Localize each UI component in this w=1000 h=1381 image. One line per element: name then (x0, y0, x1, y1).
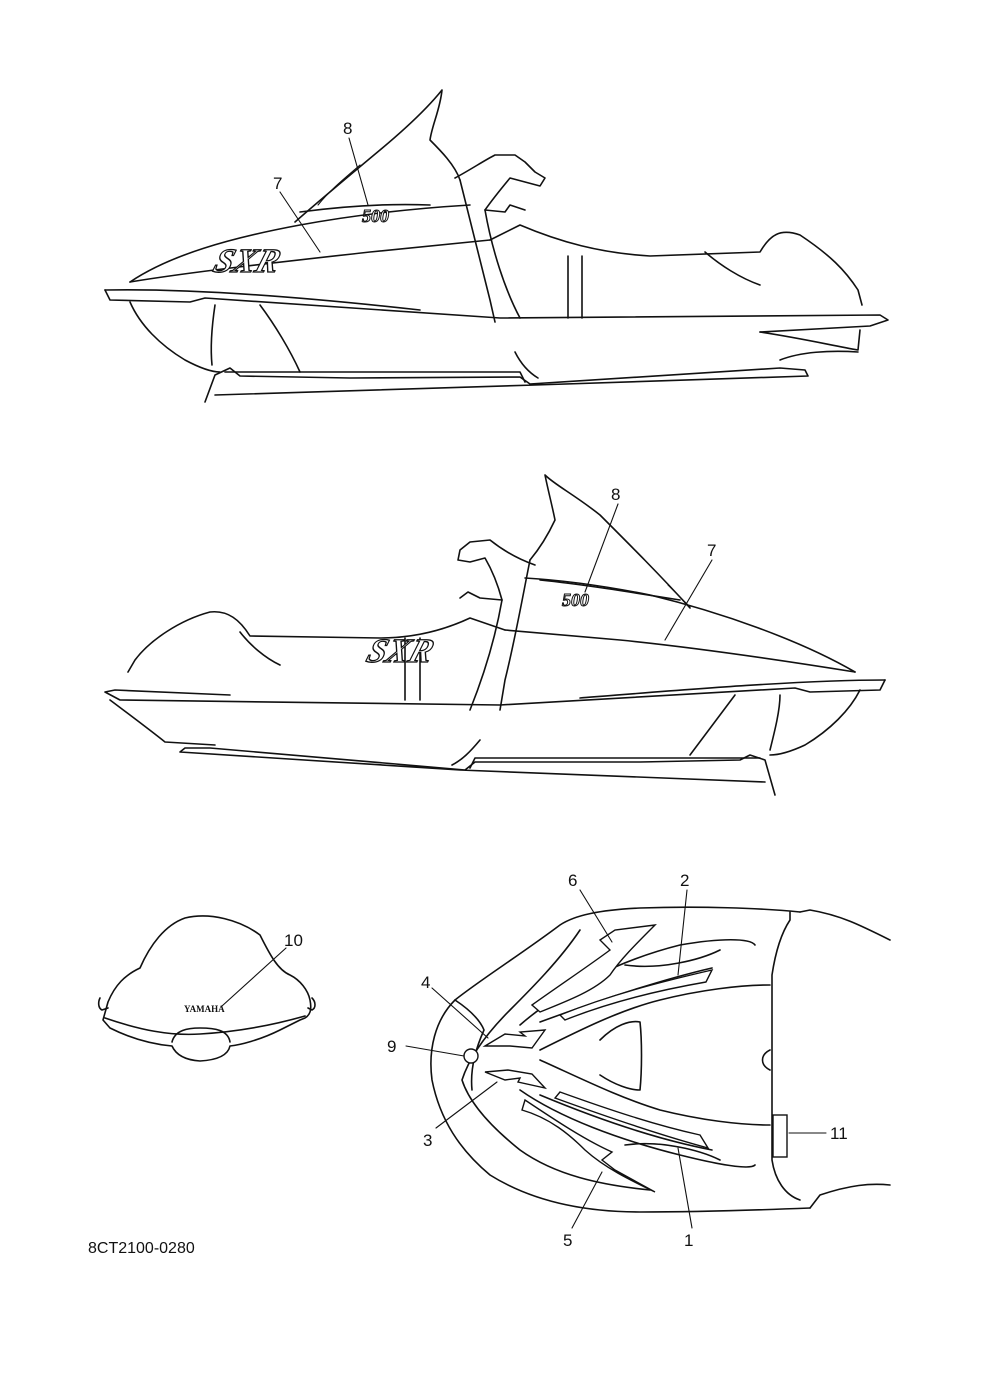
yamaha-windshield-decal: YAMAHA (184, 1004, 225, 1014)
side-view-left: SXR 500 8 7 (104, 89, 889, 403)
callout-11: 11 (830, 1124, 848, 1143)
callout-10: 10 (284, 931, 303, 950)
callout-8-left: 8 (343, 119, 352, 138)
emblem-decal-3 (484, 1069, 548, 1090)
side-view-right: SXR 500 8 7 (104, 474, 886, 796)
drawing-code: 8CT2100-0280 (88, 1240, 195, 1257)
callout-8-right: 8 (611, 485, 620, 504)
callout-4: 4 (421, 973, 430, 992)
callout-6: 6 (568, 871, 577, 890)
stripe-decal-5 (521, 1098, 656, 1193)
svg-text:SXR: SXR (209, 242, 286, 280)
callout-3: 3 (423, 1131, 432, 1150)
emblem-decal-4 (482, 1029, 547, 1049)
emblem-round-decal-9 (463, 1048, 479, 1064)
callout-7-right: 7 (707, 541, 716, 560)
callout-1: 1 (684, 1231, 693, 1250)
sxr-logo-decal-right: SXR (362, 631, 440, 670)
500-logo-decal-left: 500 (362, 206, 390, 227)
callout-5: 5 (563, 1231, 572, 1250)
stripe-decal-1 (553, 1091, 710, 1150)
windshield-front-view: YAMAHA 10 (97, 915, 316, 1062)
svg-text:500: 500 (562, 590, 589, 610)
callout-9: 9 (387, 1037, 396, 1056)
callout-7-left: 7 (273, 174, 282, 193)
label-decal-11 (772, 1114, 788, 1158)
svg-text:SXR: SXR (362, 632, 439, 670)
500-logo-decal-right: 500 (562, 590, 590, 611)
hood-top-view: 6 2 4 9 3 5 1 11 (387, 871, 891, 1250)
callout-2: 2 (680, 871, 689, 890)
sxr-logo-decal-left: SXR (208, 241, 286, 280)
stripe-decal-2 (558, 968, 714, 1021)
svg-text:500: 500 (362, 206, 389, 226)
stripe-decal-6 (530, 924, 657, 1013)
